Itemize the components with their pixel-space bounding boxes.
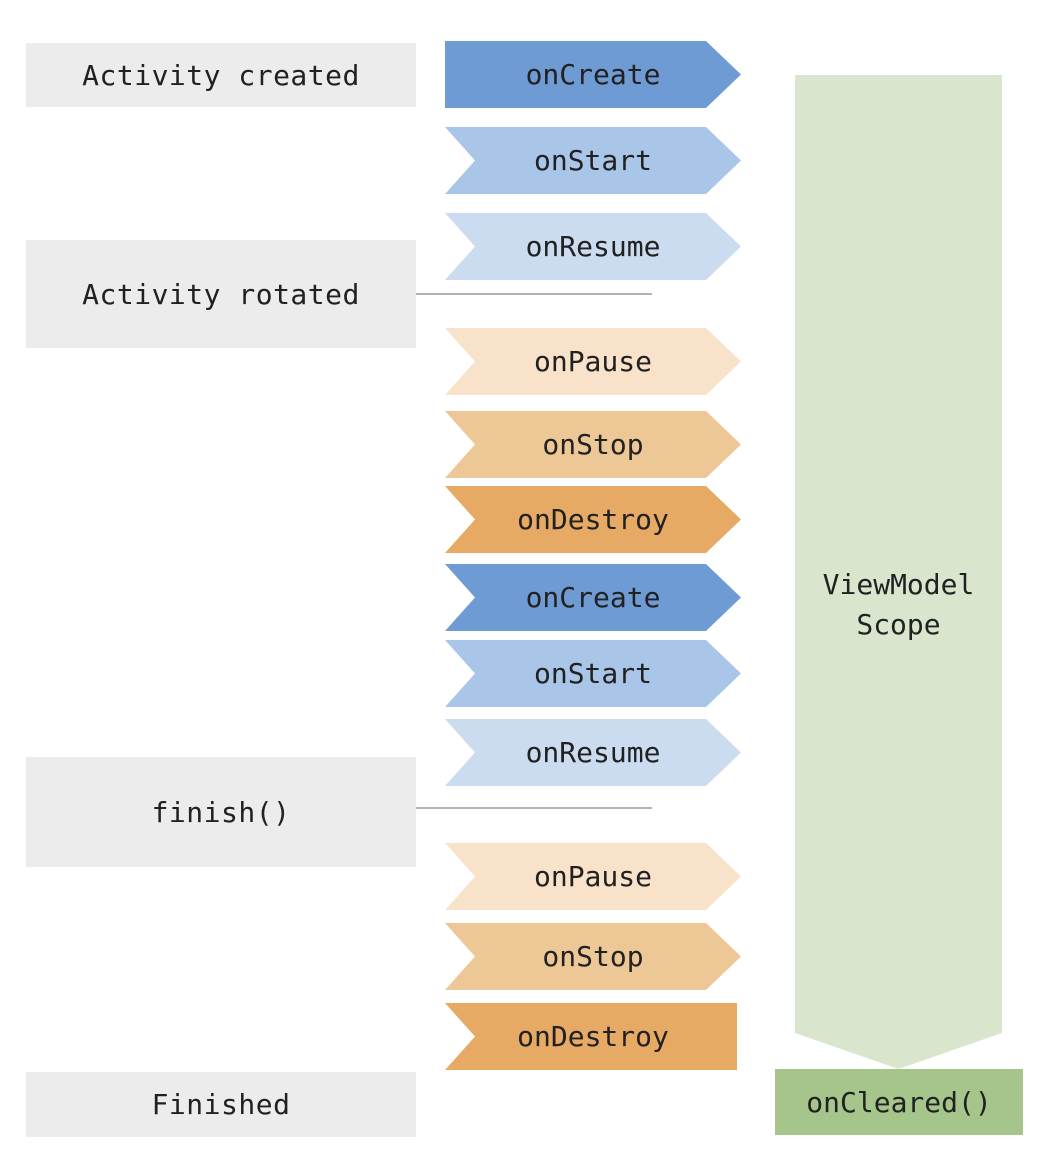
lifecycle-arrow-onresume: onResume (445, 213, 741, 280)
state-label: Activity created (82, 58, 360, 92)
lifecycle-arrow-oncreate: onCreate (445, 564, 741, 631)
chevron-arrow-shape (445, 41, 741, 108)
lifecycle-event-label: onResume (525, 736, 661, 769)
lifecycle-arrow-onstart: onStart (445, 640, 741, 707)
viewmodel-scope-label: ViewModel Scope (822, 568, 975, 641)
state-activity-rotated: Activity rotated (26, 240, 416, 348)
lifecycle-event-label: onPause (533, 860, 652, 893)
chevron-arrow-shape (445, 486, 741, 553)
oncleared-box: onCleared() (775, 1069, 1023, 1135)
lifecycle-arrow-onpause: onPause (445, 328, 741, 395)
lifecycle-event-label: onDestroy (517, 1020, 669, 1053)
chevron-arrow-shape (445, 564, 741, 631)
chevron-arrow-shape (445, 127, 741, 194)
lifecycle-arrow-ondestroy: onDestroy (445, 1003, 741, 1070)
chevron-arrow-shape (445, 640, 741, 707)
state-label: Activity rotated (82, 277, 360, 311)
lifecycle-event-label: onPause (533, 345, 652, 378)
lifecycle-arrow-onpause: onPause (445, 843, 741, 910)
state-label: finish() (151, 795, 291, 829)
state-finish: finish() (26, 757, 416, 867)
chevron-arrow-shape (445, 328, 741, 395)
lifecycle-arrow-onstop: onStop (445, 923, 741, 990)
state-label: Finished (151, 1088, 291, 1121)
lifecycle-event-label: onCreate (525, 581, 661, 614)
divider-line (416, 293, 652, 295)
lifecycle-arrow-onstop: onStop (445, 411, 741, 478)
lifecycle-event-label: onStop (542, 940, 644, 973)
lifecycle-arrow-oncreate: onCreate (445, 41, 741, 108)
lifecycle-arrow-onresume: onResume (445, 719, 741, 786)
chevron-arrow-shape (445, 719, 741, 786)
lifecycle-event-label: onResume (525, 230, 661, 263)
lifecycle-event-label: onStart (533, 657, 652, 690)
divider-line (416, 807, 652, 809)
chevron-arrow-shape (445, 411, 741, 478)
lifecycle-event-label: onCreate (525, 58, 661, 91)
lifecycle-event-label: onStart (533, 144, 652, 177)
chevron-arrow-shape (445, 923, 741, 990)
oncleared-label: onCleared() (806, 1085, 992, 1119)
viewmodel-scope-arrow (795, 75, 1002, 1069)
chevron-arrow-shape (445, 843, 741, 910)
lifecycle-event-label: onStop (542, 428, 644, 461)
lifecycle-arrow-onstart: onStart (445, 127, 741, 194)
state-finished: Finished (26, 1072, 416, 1137)
lifecycle-event-label: onDestroy (517, 503, 669, 536)
chevron-arrow-shape (445, 1003, 737, 1070)
state-activity-created: Activity created (26, 43, 416, 107)
lifecycle-arrow-ondestroy: onDestroy (445, 486, 741, 553)
chevron-arrow-shape (445, 213, 741, 280)
